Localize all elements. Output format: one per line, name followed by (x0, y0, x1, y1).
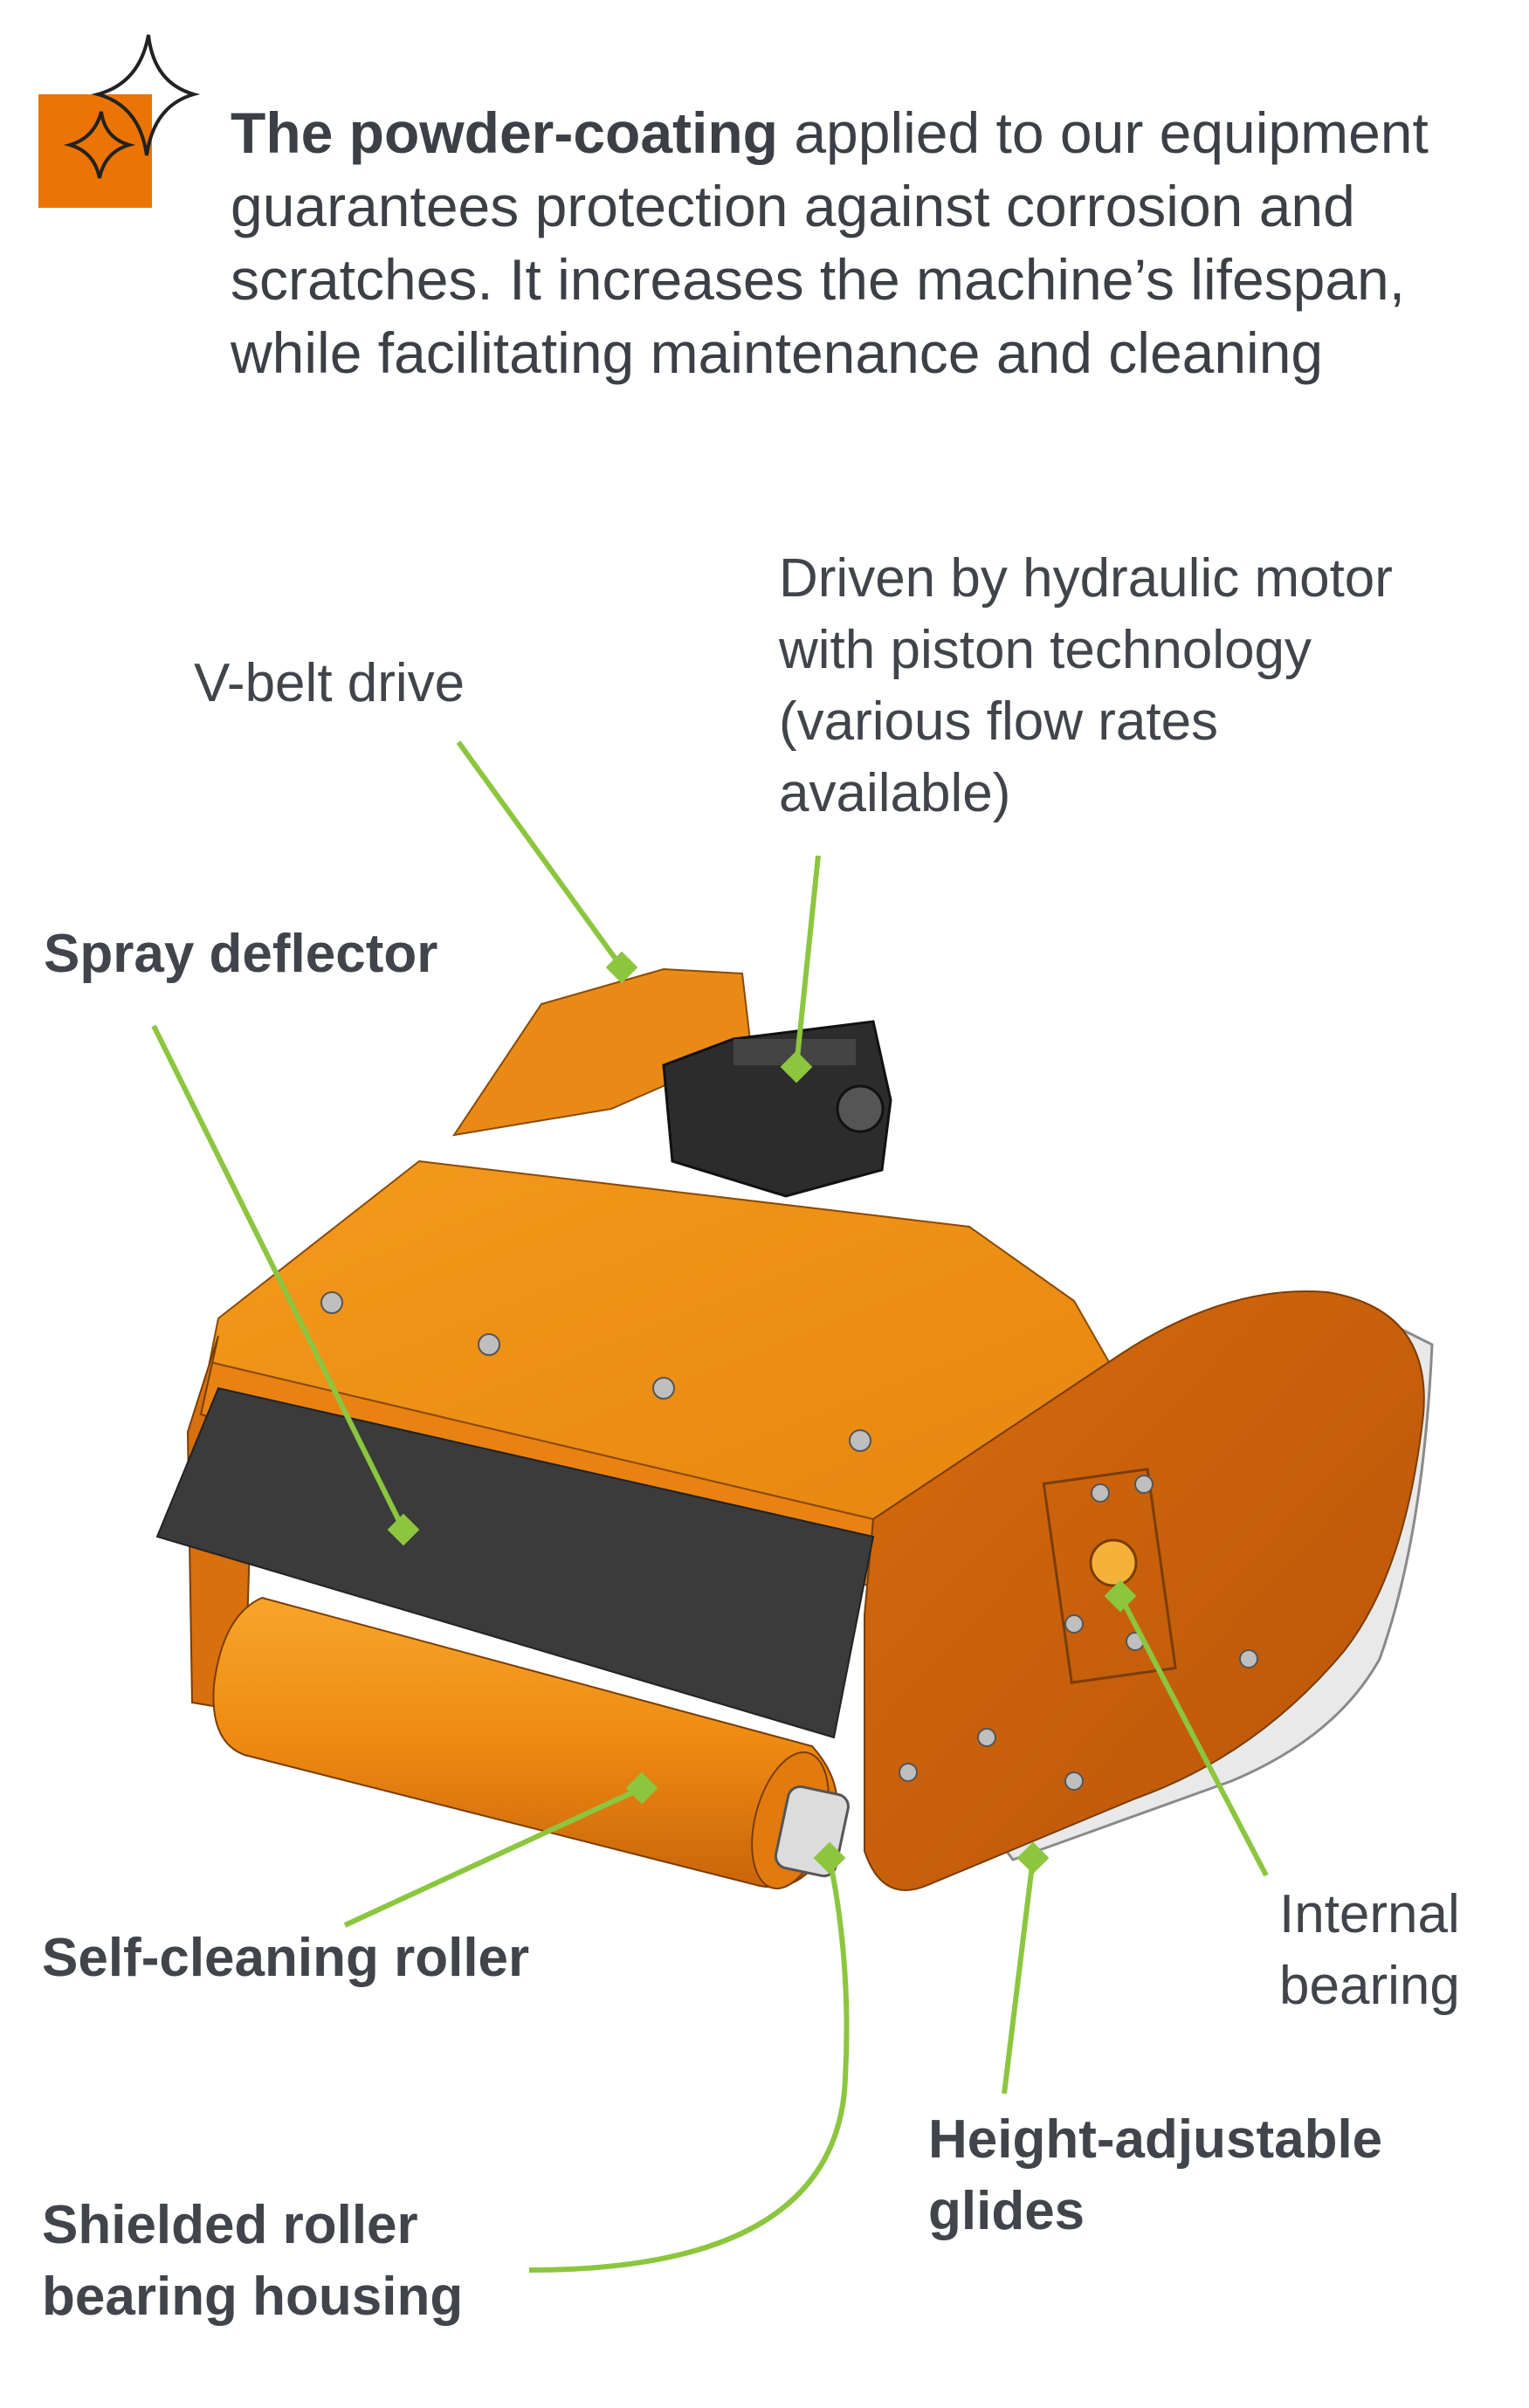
side-panel (864, 1290, 1425, 1891)
label-internal-bearing: Internal bearing (1279, 1879, 1460, 2022)
label-height-line-1: Height-adjustable (928, 2109, 1383, 2170)
label-height-adjustable-glides: Height-adjustable glides (928, 2104, 1382, 2247)
intro-bold: The powder-coating (231, 100, 778, 165)
intro-rest: applied to our equipment guarantees prot… (231, 100, 1429, 385)
leader-lines (151, 740, 1269, 2273)
label-hydraulic-motor: Driven by hydraulic motor with piston te… (779, 543, 1393, 829)
label-height-line-2: glides (928, 2181, 1085, 2241)
label-motor-line-3: (various flow rates (779, 691, 1219, 752)
label-motor-line-1: Driven by hydraulic motor (779, 548, 1393, 609)
hydraulic-motor (662, 1020, 892, 1198)
intro-paragraph: The powder-coating applied to our equipm… (231, 96, 1488, 389)
label-shielded-roller-bearing-housing: Shielded roller bearing housing (42, 2190, 463, 2333)
spray-deflector (155, 1386, 875, 1739)
leader-endpoints (387, 951, 1137, 1875)
label-internal-line-1: Internal (1279, 1884, 1460, 1944)
label-internal-line-2: bearing (1279, 1956, 1460, 2016)
label-shielded-line-1: Shielded roller (42, 2195, 418, 2255)
sparkle-icon (63, 34, 201, 179)
label-motor-line-2: with piston technology (779, 620, 1312, 680)
accent-badge (38, 94, 152, 208)
bolts (320, 1291, 1258, 1791)
label-v-belt-drive: V-belt drive (194, 653, 465, 713)
label-motor-line-4: available) (779, 763, 1011, 823)
internal-bearing-icon (1089, 1538, 1138, 1587)
label-shielded-line-2: bearing housing (42, 2267, 464, 2327)
label-self-cleaning-roller: Self-cleaning roller (42, 1928, 530, 1988)
label-spray-deflector: Spray deflector (44, 924, 438, 984)
